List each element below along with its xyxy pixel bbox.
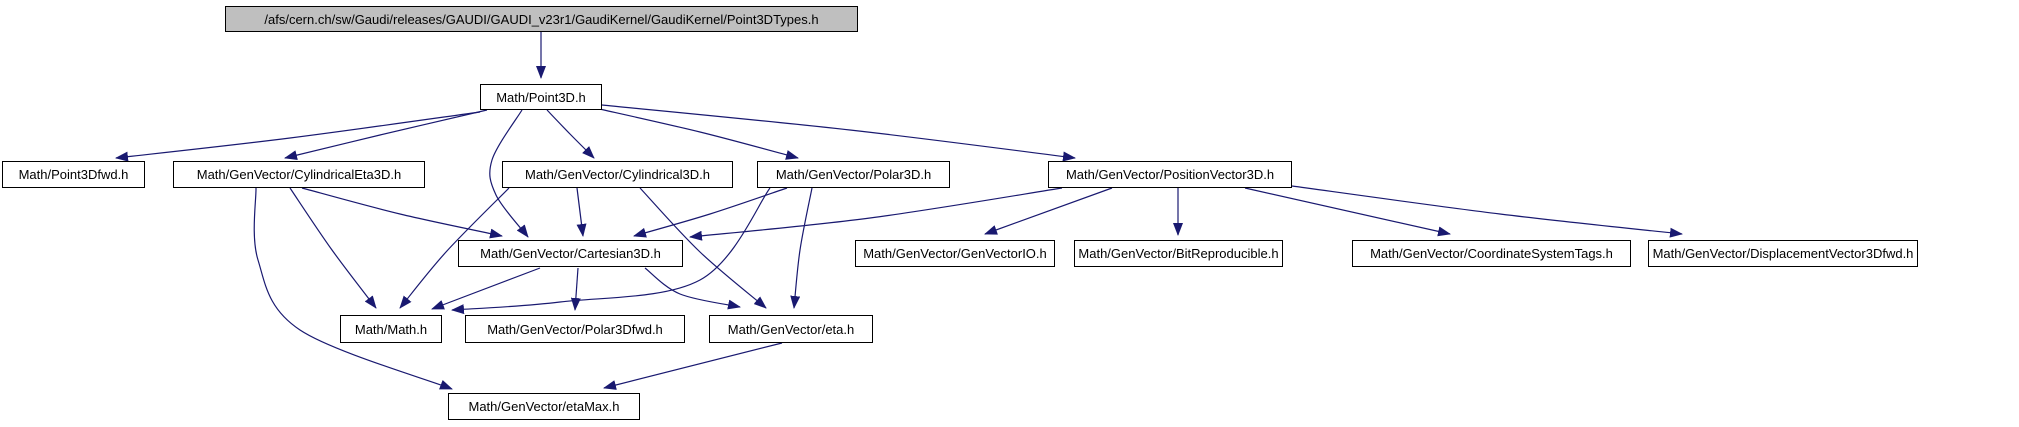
graph-node-posvec3d[interactable]: Math/GenVector/PositionVector3D.h (1048, 161, 1292, 188)
graph-node-label: Math/Point3Dfwd.h (18, 167, 129, 182)
graph-node-label: Math/GenVector/Cartesian3D.h (480, 246, 661, 261)
graph-edge-cartesian3d-to-math (431, 267, 541, 310)
graph-node-label: /afs/cern.ch/sw/Gaudi/releases/GAUDI/GAU… (264, 11, 819, 27)
graph-edge-cyleta3d-to-math (289, 187, 377, 309)
graph-edge-polar3d-to-math (451, 187, 771, 315)
graph-node-label: Math/GenVector/etaMax.h (468, 399, 620, 414)
graph-edge-posvec3d-to-coordtags (1244, 187, 1451, 237)
graph-edge-cyl3d-to-eta (639, 187, 767, 309)
graph-edge-point3d-to-polar3d (594, 107, 799, 160)
graph-edge-cartesian3d-to-polar3dfwd (570, 267, 581, 311)
graph-node-etamax[interactable]: Math/GenVector/etaMax.h (448, 393, 640, 420)
graph-node-label: Math/GenVector/DisplacementVector3Dfwd.h (1652, 246, 1914, 261)
graph-edge-cyleta3d-to-cartesian3d (301, 187, 503, 239)
graph-node-label: Math/GenVector/BitReproducible.h (1078, 246, 1279, 261)
graph-edge-polar3d-to-eta (790, 187, 813, 309)
graph-edge-point3d-to-posvec3d (601, 104, 1076, 162)
graph-node-cyleta3d[interactable]: Math/GenVector/CylindricalEta3D.h (173, 161, 425, 188)
graph-edge-polar3d-to-cartesian3d (633, 187, 788, 238)
graph-node-point3dtypes: /afs/cern.ch/sw/Gaudi/releases/GAUDI/GAU… (225, 6, 858, 32)
graph-node-point3dfwd[interactable]: Math/Point3Dfwd.h (2, 161, 145, 188)
graph-node-label: Math/GenVector/CylindricalEta3D.h (196, 167, 402, 182)
graph-edge-point3d-to-point3dfwd (115, 111, 481, 162)
graph-node-label: Math/Math.h (354, 321, 428, 337)
graph-node-genvectorio[interactable]: Math/GenVector/GenVectorIO.h (855, 240, 1055, 267)
graph-node-math[interactable]: Math/Math.h (340, 315, 442, 343)
graph-node-dispvecfwd[interactable]: Math/GenVector/DisplacementVector3Dfwd.h (1648, 240, 1918, 267)
graph-node-coordtags[interactable]: Math/GenVector/CoordinateSystemTags.h (1352, 240, 1631, 267)
graph-edge-cyl3d-to-math (399, 187, 510, 309)
graph-node-label: Math/GenVector/eta.h (727, 321, 855, 337)
graph-edge-point3d-to-cyleta3d (284, 109, 488, 161)
graph-edge-cyleta3d-to-etamax (253, 187, 453, 390)
graph-edge-cartesian3d-to-eta (644, 267, 741, 310)
graph-node-label: Math/GenVector/Polar3D.h (775, 167, 932, 182)
graph-node-point3d[interactable]: Math/Point3D.h (480, 84, 602, 110)
graph-edge-point3d-to-cyl3d (546, 109, 595, 159)
graph-node-label: Math/GenVector/Cylindrical3D.h (525, 167, 710, 182)
graph-node-bitrepro[interactable]: Math/GenVector/BitReproducible.h (1074, 240, 1283, 267)
graph-node-label: Math/Point3D.h (496, 89, 586, 105)
graph-node-label: Math/GenVector/GenVectorIO.h (863, 246, 1047, 261)
graph-node-label: Math/GenVector/PositionVector3D.h (1065, 167, 1275, 182)
graph-edge-posvec3d-to-genvectorio (984, 187, 1113, 235)
graph-edge-posvec3d-to-dispvecfwd (1291, 185, 1683, 238)
graph-node-polar3dfwd[interactable]: Math/GenVector/Polar3Dfwd.h (465, 315, 685, 343)
graph-edge-posvec3d-to-cartesian3d (689, 187, 1063, 241)
graph-edge-eta-to-etamax (603, 342, 783, 390)
graph-edge-cyl3d-to-cartesian3d (576, 187, 587, 237)
graph-edge-point3d-to-cartesian3d (489, 109, 529, 238)
graph-node-eta[interactable]: Math/GenVector/eta.h (709, 315, 873, 343)
graph-node-cyl3d[interactable]: Math/GenVector/Cylindrical3D.h (502, 161, 733, 188)
graph-node-label: Math/GenVector/CoordinateSystemTags.h (1370, 246, 1613, 261)
graph-node-polar3d[interactable]: Math/GenVector/Polar3D.h (757, 161, 950, 188)
graph-node-cartesian3d[interactable]: Math/GenVector/Cartesian3D.h (458, 240, 683, 267)
graph-node-label: Math/GenVector/Polar3Dfwd.h (487, 321, 663, 337)
